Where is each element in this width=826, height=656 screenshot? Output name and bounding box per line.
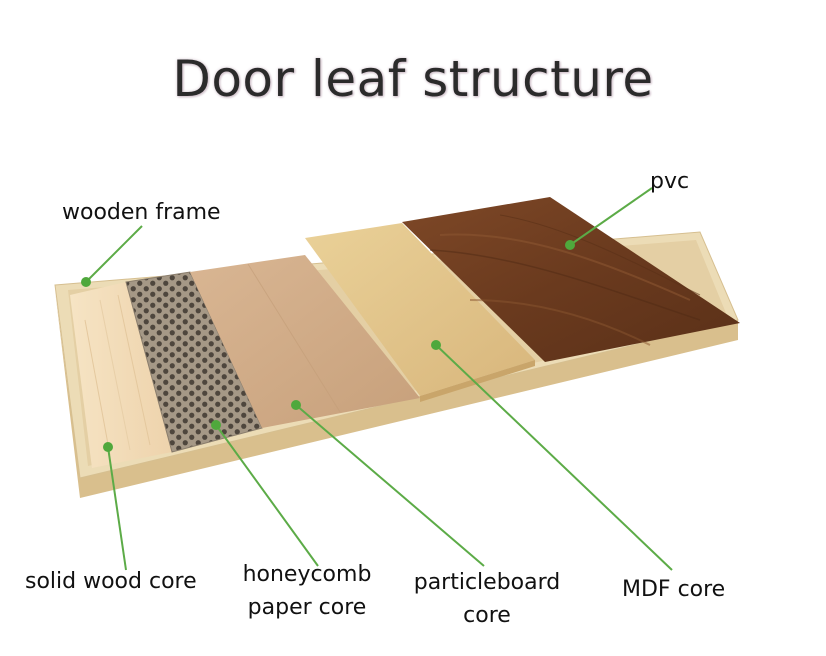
leader-solid-wood [107,446,127,571]
dot-mdf [431,340,441,350]
leader-particleboard [295,404,485,567]
mdf-core-layer [305,223,535,396]
frame-front-edge [55,290,738,498]
label-particleboard-line1: particleboard [413,570,561,595]
label-solid-wood-core: solid wood core [25,569,197,594]
dot-particleboard [291,400,301,410]
dot-solid-wood [103,442,113,452]
label-particleboard-line2: core [463,603,511,628]
solid-wood-core-layer [70,282,172,468]
particleboard-core-layer [190,255,420,428]
leader-honeycomb [215,424,319,567]
page-title: Door leaf structure [172,50,654,108]
label-honeycomb-line1: honeycomb [242,562,372,587]
label-wooden-frame: wooden frame [62,200,221,225]
leader-wooden-frame [85,225,143,283]
leader-mdf [435,344,673,571]
label-mdf-core: MDF core [622,577,726,602]
leader-pvc [569,187,653,246]
dot-pvc [565,240,575,250]
label-pvc: pvc [650,169,690,194]
label-particleboard-core: particleboard core [407,566,567,632]
label-honeycomb-paper-core: honeycomb paper core [232,558,382,624]
pvc-layer [402,197,740,362]
label-honeycomb-line2: paper core [247,595,367,620]
dot-honeycomb [211,420,221,430]
dot-wooden-frame [81,277,91,287]
